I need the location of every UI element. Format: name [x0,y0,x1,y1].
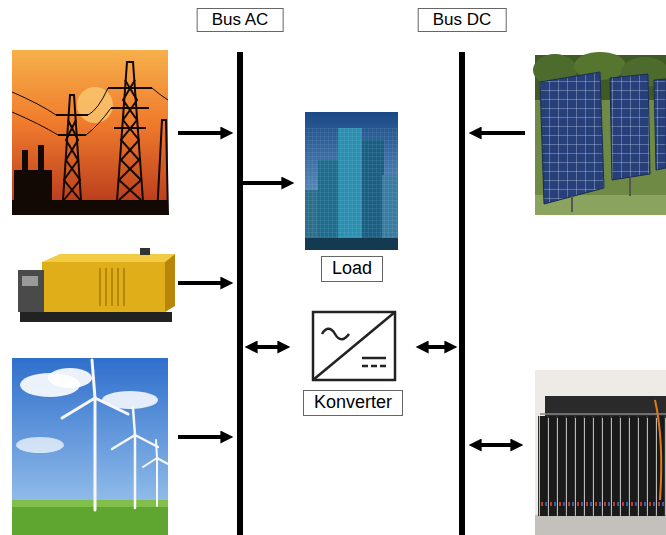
wind-turbine-picture [112,408,158,449]
load-building-picture [305,112,398,250]
load-building-picture [305,112,398,250]
power-grid-picture [64,120,80,200]
converter-symbol [313,312,395,380]
battery-bank-picture [535,515,666,535]
generator-picture [22,276,38,286]
node-label: Konverter [303,390,403,416]
converter-symbol [313,312,395,380]
power-grid-picture [12,62,168,215]
generator-picture [165,254,175,312]
solar-panel-picture [654,79,666,170]
battery-bank-picture [655,400,661,500]
generator-picture [100,268,124,306]
wind-turbine-picture [134,435,137,508]
power-grid-picture [56,115,88,135]
power-flow-connector [243,181,284,185]
power-grid-picture [12,108,111,135]
battery-bank-picture [535,370,666,535]
generator-picture [20,312,172,322]
wind-turbine-picture [12,505,168,535]
wind-turbine-picture [62,360,128,418]
power-flow-arrow [178,435,223,439]
bus-bar: Bus DC [459,52,465,535]
power-grid-picture [12,50,168,215]
solar-panel-picture [533,52,666,215]
generator-picture [42,262,165,312]
bus-bar: Bus AC [237,52,243,535]
wind-turbine-picture [16,437,64,453]
generator-picture [100,268,124,306]
power-grid-picture [119,80,141,200]
power-flow-connector [426,345,447,349]
wind-turbine-picture [143,440,168,467]
converter-symbol [362,365,386,368]
node-label: Load [321,256,383,282]
wind-turbine-picture [94,398,97,510]
power-grid-picture [12,50,168,215]
wind-turbine-picture [12,358,168,535]
power-grid-picture [62,95,82,215]
converter-symbol [322,329,349,340]
power-grid-picture [108,88,152,128]
solar-panel-picture [610,74,650,180]
power-flow-arrow [178,133,525,445]
wind-turbine-picture [12,358,168,535]
battery-bank-picture [540,413,666,415]
load-node: Load [296,112,408,282]
solar-panel-picture [540,72,604,204]
power-grid-picture [12,88,168,115]
wind-turbine-picture [156,458,158,506]
load-building-picture [305,238,398,250]
load-building-picture [305,128,398,250]
power-grid-picture [77,87,113,123]
solar-panel-picture [572,178,630,212]
generator-picture [18,270,44,312]
power-flow-arrow [479,443,513,447]
converter-node: Konverter [292,310,414,416]
wind-turbine-picture [12,500,168,507]
generator-picture [140,248,150,255]
generator-picture [18,248,175,322]
battery-bank-picture [535,370,666,535]
power-grid-picture [116,62,144,215]
wind-turbine-picture [62,360,168,510]
power-grid-picture [12,200,168,215]
power-grid-picture [64,120,80,200]
wind-turbine-picture [48,368,92,388]
generator-picture [42,254,175,262]
power-grid-picture [119,80,141,200]
power-flow-arrow [178,281,223,285]
bus-label: Bus AC [197,8,284,32]
bus-label: Bus DC [418,8,507,32]
converter-symbol [362,357,386,360]
converter-symbol [313,312,395,380]
power-flow-connector [255,345,280,349]
power-flow-arrow [178,131,223,135]
power-flow-arrow [479,131,525,135]
battery-bank-picture [538,416,666,516]
